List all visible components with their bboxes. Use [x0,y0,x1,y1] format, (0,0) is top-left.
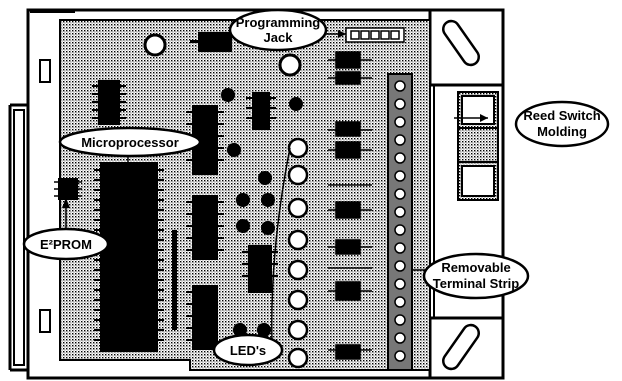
callout-leds-label: LED's [230,343,266,358]
callout-reed-switch-line1: Reed Switch [523,108,600,123]
crystal-component [190,32,232,52]
led-column [287,137,309,369]
arrowheads [62,30,488,208]
callout-eeprom: E²PROM [22,227,110,261]
terminal-strip [387,73,413,371]
mounting-holes [143,33,302,77]
callout-terminal-strip-line2: Terminal Strip [433,276,520,291]
callout-microprocessor: Microprocessor [58,126,202,158]
callout-eeprom-label: E²PROM [40,237,92,252]
callout-leds: LED's [212,333,284,367]
callout-reed-switch-line2: Molding [537,124,587,139]
microprocessor-chip [94,162,164,352]
callout-reed-switch: Reed Switch Molding [514,100,610,148]
callout-terminal-strip-line1: Removable [441,260,510,275]
callout-terminal-strip: Removable Terminal Strip [422,252,530,300]
callout-programming-jack-line1: Programming [236,15,321,30]
capacitors [221,88,303,337]
callout-programming-jack: Programming Jack [228,8,328,52]
callout-programming-jack-line2: Jack [264,30,294,45]
small-ic-upper-left [92,80,126,125]
callout-microprocessor-label: Microprocessor [81,135,179,150]
resistor-column [328,51,372,360]
eeprom-chip [54,178,82,200]
programming-jack-header [345,27,405,43]
reed-switch-molding [457,91,499,201]
